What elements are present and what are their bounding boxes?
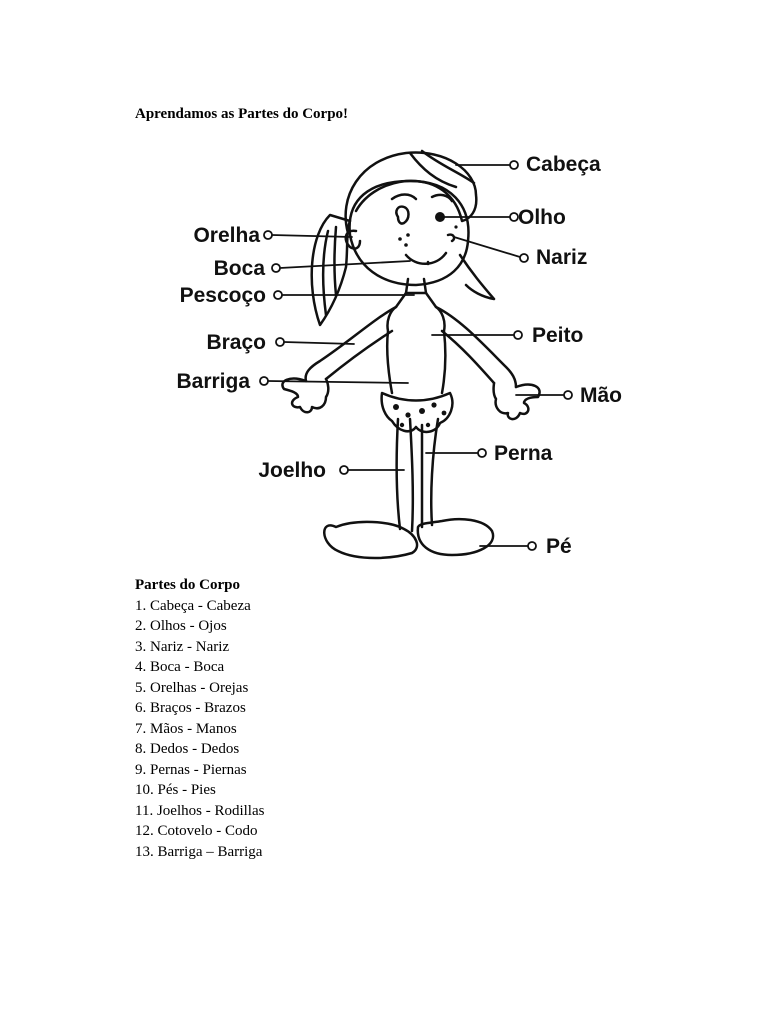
right-arm: [434, 305, 518, 389]
left-leg: [395, 417, 402, 531]
label-joelho: Joelho: [258, 459, 326, 482]
label-braco: Braço: [206, 331, 266, 354]
list-item: 7. Mãos - Manos: [135, 720, 237, 737]
list-item: 3. Nariz - Nariz: [135, 638, 230, 655]
mouth: [404, 251, 448, 265]
label-pescoco: Pescoço: [180, 284, 266, 307]
neck: [404, 277, 428, 295]
document-title: Aprendamos as Partes do Corpo!: [135, 106, 349, 122]
hair: [344, 151, 478, 235]
list-item: 6. Braços - Brazos: [135, 700, 246, 716]
leader-lines: [259, 160, 573, 551]
nose: [446, 233, 456, 243]
label-peito: Peito: [532, 324, 583, 347]
left-hand: [281, 377, 330, 414]
eye-left: [395, 205, 410, 225]
girl-figure: [281, 149, 541, 560]
vocabulary-section: Partes do Corpo 1. Cabeça - Cabeza 2. Ol…: [135, 575, 535, 862]
body-parts-illustration: Cabeça Olho Nariz Orelha Boca Pescoço Br…: [160, 135, 640, 575]
label-nariz: Nariz: [536, 246, 587, 269]
ponytail: [310, 213, 352, 327]
list-item: 12. Cotovelo - Codo: [135, 823, 258, 839]
label-perna: Perna: [494, 442, 553, 465]
label-cabeca: Cabeça: [526, 153, 601, 176]
ponytail-strands: [321, 225, 338, 317]
label-barriga: Barriga: [176, 370, 250, 393]
left-arm: [304, 305, 398, 383]
vocabulary-heading: Partes do Corpo: [135, 577, 240, 593]
label-orelha: Orelha: [193, 224, 260, 247]
eye-pupil: [435, 212, 445, 222]
right-foot: [416, 517, 495, 557]
list-item: 5. Orelhas - Orejas: [135, 679, 249, 696]
torso: [385, 291, 447, 395]
label-pe: Pé: [546, 535, 572, 558]
list-item: 8. Dedos - Dedos: [135, 741, 240, 757]
list-item: 11. Joelhos - Rodillas: [135, 802, 265, 819]
list-item: 1. Cabeça - Cabeza: [135, 597, 251, 614]
label-olho: Olho: [518, 206, 566, 229]
hair-back: [458, 253, 496, 301]
ear: [344, 229, 362, 250]
list-item: 2. Olhos - Ojos: [135, 618, 227, 634]
left-leg-inner: [408, 417, 415, 533]
list-item: 4. Boca - Boca: [135, 659, 225, 675]
label-boca: Boca: [214, 257, 266, 280]
left-foot: [323, 520, 419, 560]
hair-strands: [408, 149, 476, 189]
shorts-dots: [393, 402, 447, 428]
list-item: 10. Pés - Pies: [135, 782, 216, 798]
label-mao: Mão: [580, 384, 622, 407]
list-item: 9. Pernas - Piernas: [135, 761, 247, 778]
list-item: 13. Barriga – Barriga: [135, 843, 263, 860]
right-leg: [430, 417, 440, 527]
freckles: [398, 225, 458, 247]
vocabulary-list: 1. Cabeça - Cabeza 2. Olhos - Ojos 3. Na…: [135, 596, 535, 863]
part-labels: Cabeça Olho Nariz Orelha Boca Pescoço Br…: [176, 153, 622, 558]
right-hand: [492, 381, 541, 421]
shorts: [380, 391, 454, 434]
eyebrow: [390, 193, 454, 203]
